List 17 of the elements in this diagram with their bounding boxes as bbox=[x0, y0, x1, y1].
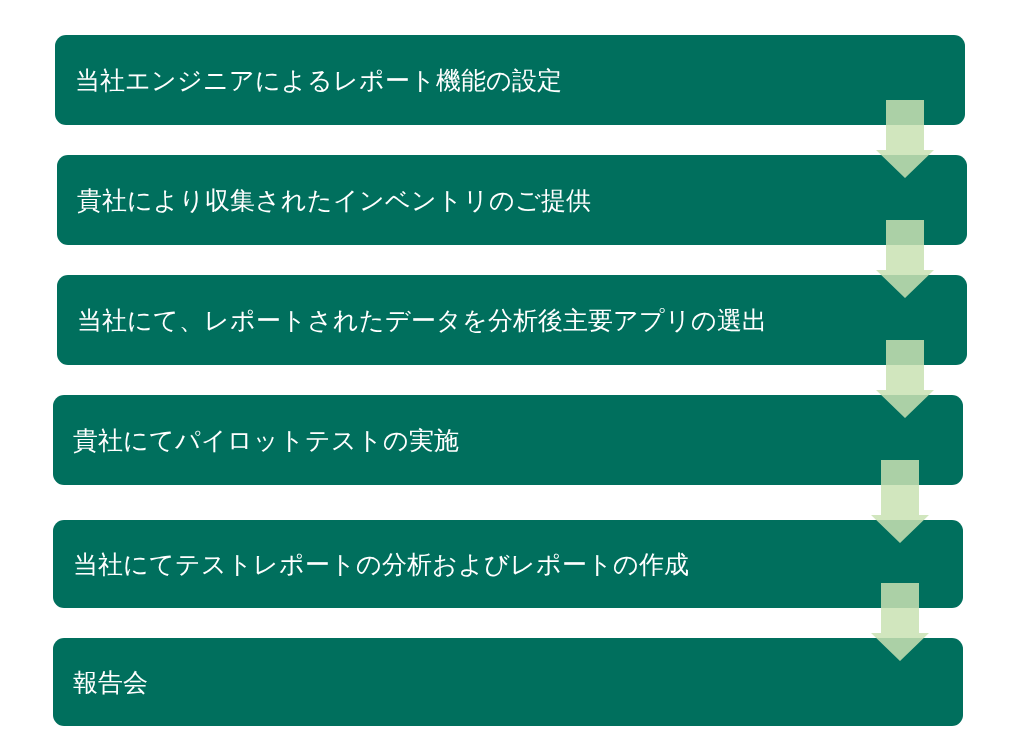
step-text: 貴社により収集されたインベントリのご提供 bbox=[77, 184, 591, 217]
process-box bbox=[57, 275, 967, 365]
step-text: 当社エンジニアによるレポート機能の設定 bbox=[75, 64, 562, 97]
process-box bbox=[57, 155, 967, 245]
process-box bbox=[55, 35, 965, 125]
step-text: 当社にて、レポートされたデータを分析後主要アプリの選出 bbox=[77, 304, 767, 337]
process-box bbox=[53, 638, 963, 726]
down-arrow bbox=[876, 220, 934, 298]
down-arrow bbox=[871, 460, 929, 543]
step-text: 貴社にてパイロットテストの実施 bbox=[73, 424, 459, 457]
down-arrow bbox=[871, 583, 929, 661]
process-box bbox=[53, 395, 963, 485]
step-text: 報告会 bbox=[73, 666, 148, 699]
step-text: 当社にてテストレポートの分析およびレポートの作成 bbox=[73, 548, 689, 581]
down-arrow bbox=[876, 340, 934, 418]
process-box bbox=[53, 520, 963, 608]
down-arrow bbox=[876, 100, 934, 178]
